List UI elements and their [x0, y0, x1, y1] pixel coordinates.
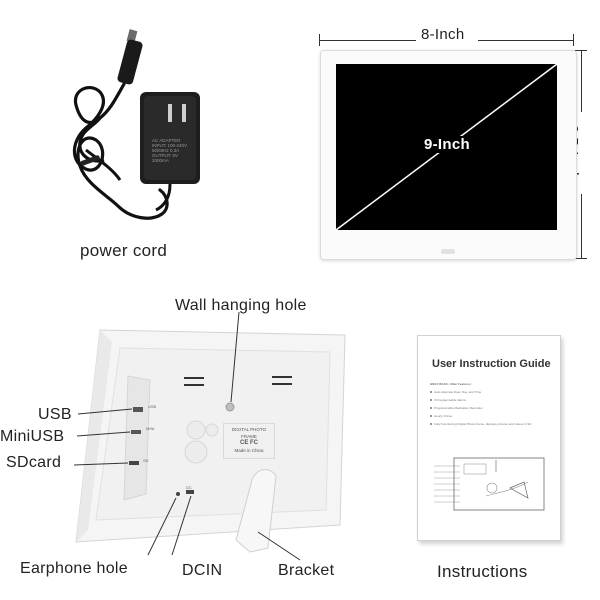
adapter-line: 50/60Hz 0.3A [152, 148, 180, 153]
manual-line: Programmable Medication Reminder [434, 406, 483, 410]
manual-line: 8/9/10 READ • Main Features: [430, 382, 472, 386]
height-dimension-tick-bottom [575, 258, 587, 259]
port-text-sd: SD [143, 458, 149, 463]
sticker-origin: Made in China [234, 448, 264, 453]
manual-bullet [430, 423, 432, 425]
sticker-title: DIGITAL PHOTO FRAME [231, 427, 267, 439]
height-dimension-line-bottom [581, 194, 582, 258]
manual-diagram [434, 457, 545, 511]
width-dimension-tick-left [319, 34, 320, 46]
dcin-label: DCIN [182, 562, 223, 579]
width-dimension-line-left [320, 40, 416, 41]
instructions-label: Instructions [437, 562, 528, 581]
frame-sticker: DIGITAL PHOTO FRAME CE FC Made in China [223, 423, 275, 459]
power-cord-label: power cord [80, 241, 168, 260]
port-text-dc: DC [186, 485, 192, 490]
manual-bullet [430, 407, 432, 409]
manual-title: User Instruction Guide [432, 358, 551, 370]
height-dimension-line-top [581, 50, 582, 112]
manual-bullet [430, 391, 432, 393]
width-label: 8-Inch [421, 26, 465, 43]
adapter-line: OUTPUT: 5V [152, 153, 179, 158]
sdcard-label: SDcard [6, 454, 62, 471]
port-text-mini: MINI [146, 426, 155, 431]
photo-frame-back [73, 311, 346, 561]
adapter-line: AC ADAPTER [152, 138, 181, 143]
adapter-label-text: AC ADAPTER INPUT: 100-240V 50/60Hz 0.3A … [152, 138, 187, 163]
instruction-manual: User Instruction Guide 8/9/10 READ • Mai… [417, 335, 561, 541]
manual-line: 3 Programmable Alarms [434, 398, 467, 402]
sticker-marks: CE FC [240, 440, 258, 446]
manual-bullet [430, 399, 432, 401]
frame-screen: 9-Inch [336, 64, 557, 230]
bracket-label: Bracket [278, 562, 335, 579]
width-dimension-line-right [478, 40, 573, 41]
power-cord-image [72, 29, 200, 220]
adapter-line: 2000mA [152, 158, 169, 163]
port-text-usb: USB [148, 404, 157, 409]
earphone-hole-label: Earphone hole [20, 560, 128, 577]
manual-line: Fully Functioning Digital Photo Frame, d… [434, 422, 532, 426]
miniusb-label: MiniUSB [0, 428, 65, 445]
adapter-line: INPUT: 100-240V [152, 143, 188, 148]
wall-hanging-hole-label: Wall hanging hole [175, 297, 307, 314]
manual-line: Hourly Chime [434, 414, 453, 418]
usb-label: USB [38, 406, 72, 423]
manual-bullet [430, 415, 432, 417]
screen-size-label: 9-Inch [421, 136, 473, 153]
frame-back-panel: DIGITAL PHOTO FRAME CE FC Made in China … [0, 280, 410, 600]
width-dimension-tick-right [573, 34, 574, 46]
front-button [441, 249, 455, 254]
power-cord-panel: AC ADAPTER INPUT: 100-240V 50/60Hz 0.3A … [0, 0, 300, 280]
manual-line: Auto-Alternate Date, Day, and Time [434, 390, 482, 394]
